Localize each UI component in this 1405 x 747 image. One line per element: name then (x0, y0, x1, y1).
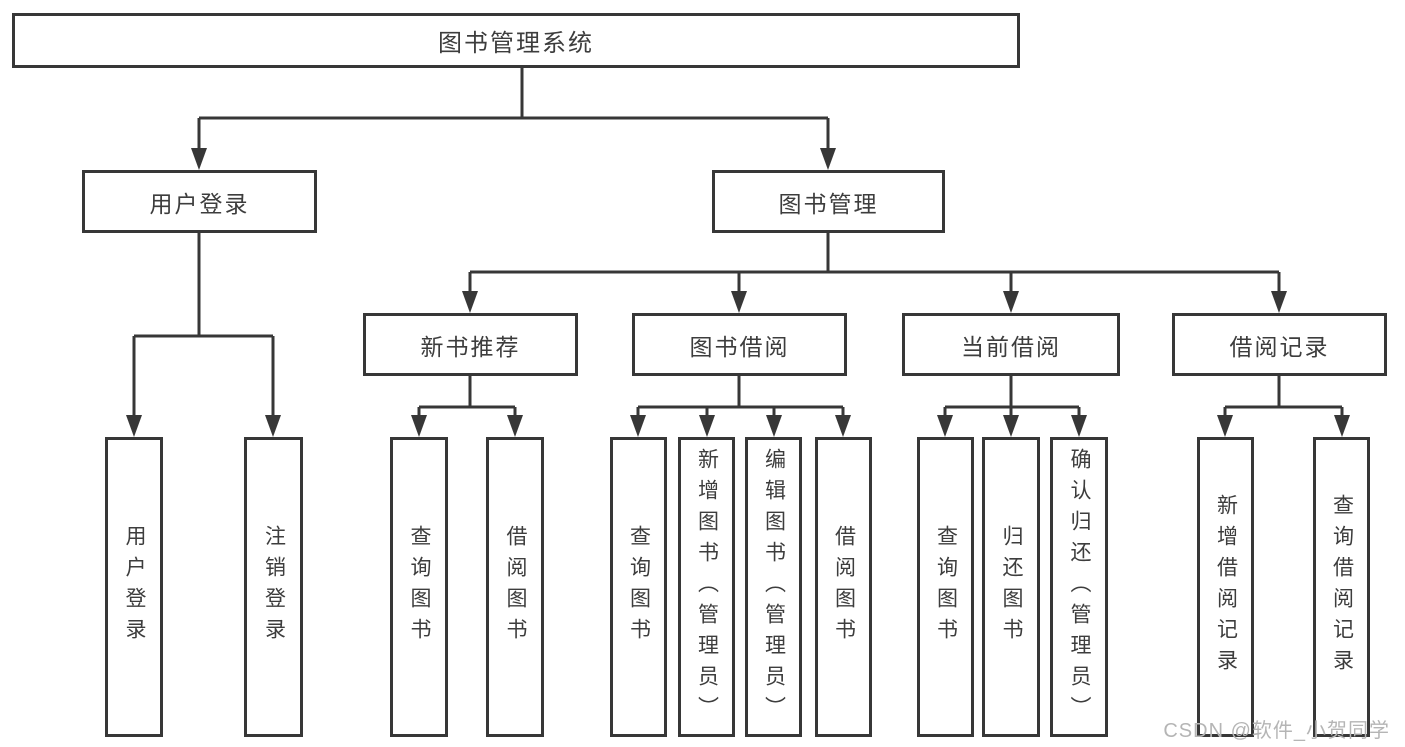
node-leaf-logout: 注销登录 (244, 437, 303, 737)
node-leaf-confirm-return-admin: 确认归还（管理员） (1050, 437, 1108, 737)
node-leaf-query-borrow-record: 查询借阅记录 (1313, 437, 1370, 737)
node-leaf-query-books-recommend: 查询图书 (390, 437, 448, 737)
node-borrowing-records: 借阅记录 (1172, 313, 1387, 376)
node-current-borrowing: 当前借阅 (902, 313, 1120, 376)
node-leaf-edit-books-admin: 编辑图书（管理员） (745, 437, 802, 737)
node-leaf-borrow-books: 借阅图书 (815, 437, 872, 737)
node-leaf-add-borrow-record: 新增借阅记录 (1197, 437, 1254, 737)
node-new-book-recommend: 新书推荐 (363, 313, 578, 376)
node-leaf-add-books-admin: 新增图书（管理员） (678, 437, 735, 737)
node-leaf-borrow-books-recommend: 借阅图书 (486, 437, 544, 737)
node-leaf-user-login: 用户登录 (105, 437, 163, 737)
node-leaf-return-books: 归还图书 (982, 437, 1040, 737)
node-book-borrowing: 图书借阅 (632, 313, 847, 376)
node-leaf-query-books-current: 查询图书 (917, 437, 974, 737)
node-book-management: 图书管理 (712, 170, 945, 233)
csdn-watermark: CSDN @软件_小贺同学 (1163, 720, 1390, 742)
node-user-login: 用户登录 (82, 170, 317, 233)
node-library-system: 图书管理系统 (12, 13, 1020, 68)
node-leaf-query-books-borrow: 查询图书 (610, 437, 667, 737)
